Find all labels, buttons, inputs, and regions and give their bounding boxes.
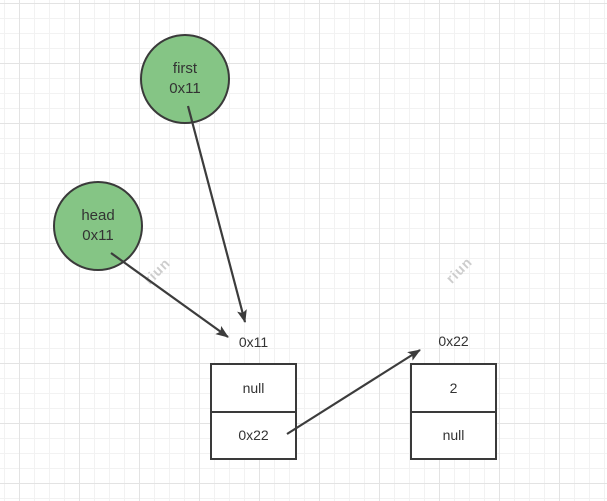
arrow-next-to-node-0x22[interactable] — [286, 349, 421, 435]
node-address-label-0x22: 0x22 — [438, 333, 469, 349]
arrow-first-to-node-0x11[interactable] — [186, 105, 247, 323]
pointer-name: first — [172, 60, 198, 77]
pointer-address: 0x11 — [82, 227, 114, 244]
arrow-head-to-node-0x11[interactable] — [110, 252, 229, 338]
pointer-node-first[interactable]: first 0x11 — [140, 34, 230, 124]
node-data-cell: 2 — [412, 365, 495, 413]
pointer-address: 0x11 — [169, 80, 201, 97]
list-node-0x22[interactable]: 2 null — [410, 363, 497, 460]
list-node-0x11[interactable]: null 0x22 — [210, 363, 297, 460]
pointer-name: head — [81, 207, 115, 224]
node-next-cell: 0x22 — [238, 427, 269, 444]
node-address-label-0x11: 0x11 — [238, 334, 269, 350]
node-next-cell: null — [442, 427, 465, 444]
node-data-cell: null — [212, 365, 295, 413]
pointer-node-head[interactable]: head 0x11 — [53, 181, 143, 271]
watermark: riun — [442, 253, 476, 287]
watermark: riun — [140, 254, 174, 288]
